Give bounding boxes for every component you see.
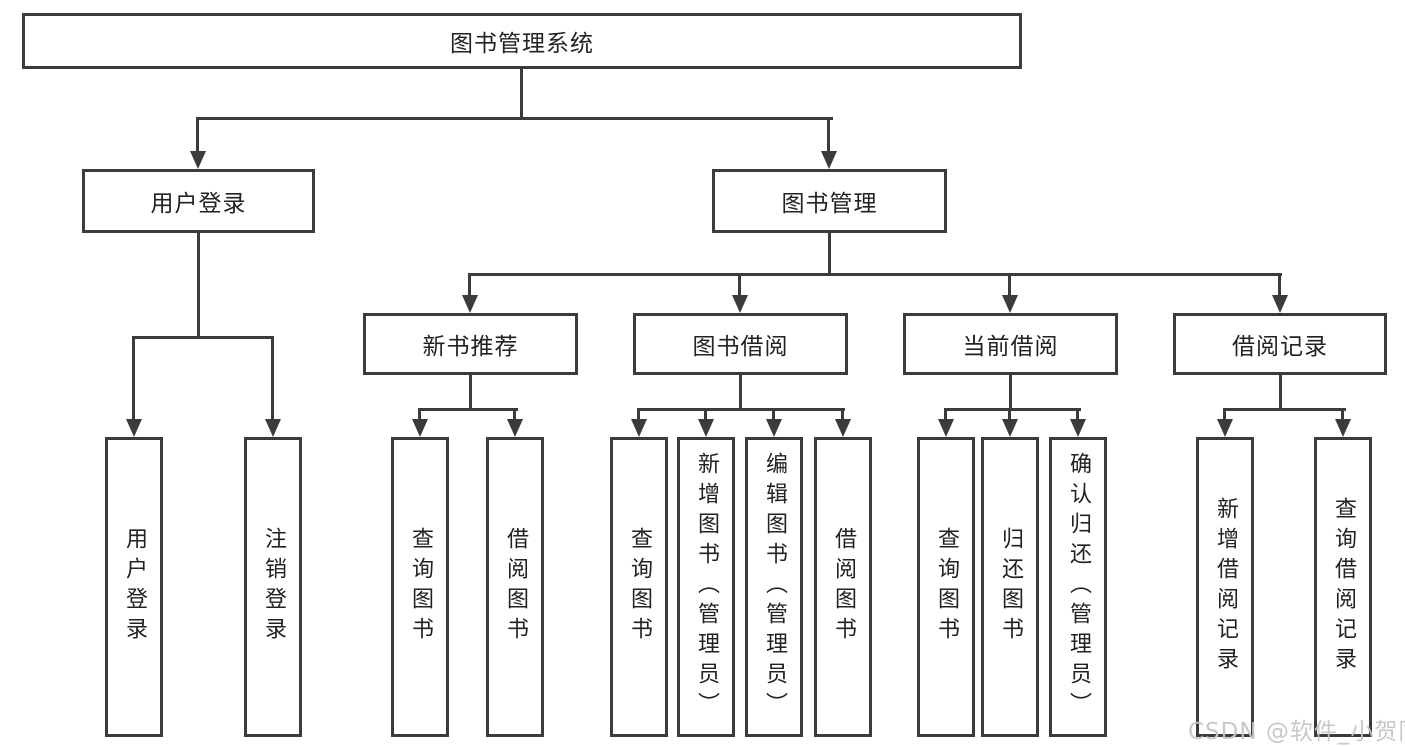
node-label: 图书管理 — [781, 191, 878, 217]
csdn-watermark: CSDN @软件_小贺同学 — [1188, 719, 1405, 745]
connector-line — [468, 273, 1282, 276]
node-label: 借阅记录 — [1232, 334, 1328, 360]
arrow-down-icon — [732, 273, 748, 313]
node-label: 注销登录 — [261, 527, 286, 647]
node-user-login: 用户登录 — [82, 169, 315, 233]
arrow-down-icon — [507, 408, 523, 437]
node-label: 借阅图书 — [831, 527, 856, 647]
arrow-down-icon — [821, 117, 837, 169]
connector-line — [828, 233, 831, 276]
connector-line — [197, 117, 833, 120]
node-label: 查询借阅记录 — [1331, 497, 1356, 677]
leaf-confirm-return-admin: 确认归还（管理员） — [1049, 437, 1107, 737]
connector-line — [197, 233, 200, 339]
arrow-down-icon — [190, 117, 206, 169]
node-label: 用户登录 — [122, 527, 147, 647]
connector-line — [1223, 408, 1346, 411]
node-library-system: 图书管理系统 — [22, 13, 1022, 69]
arrow-down-icon — [766, 408, 782, 437]
leaf-edit-book-admin: 编辑图书（管理员） — [745, 437, 803, 737]
arrow-down-icon — [1070, 408, 1086, 437]
node-label: 编辑图书（管理员） — [762, 452, 787, 722]
node-book-borrowing: 图书借阅 — [633, 313, 848, 375]
arrow-down-icon — [698, 408, 714, 437]
node-label: 借阅图书 — [503, 527, 528, 647]
node-label: 用户登录 — [150, 191, 247, 217]
connector-line — [944, 408, 1081, 411]
leaf-query-books-current: 查询图书 — [917, 437, 975, 737]
leaf-logout: 注销登录 — [244, 437, 302, 737]
arrow-down-icon — [1217, 408, 1233, 437]
node-label: 当前借阅 — [962, 334, 1059, 360]
arrow-down-icon — [631, 408, 647, 437]
leaf-add-borrow-record: 新增借阅记录 — [1196, 437, 1254, 737]
node-new-book-recommendation: 新书推荐 — [363, 313, 578, 375]
node-label: 查询图书 — [627, 527, 652, 647]
node-label: 新增借阅记录 — [1213, 497, 1238, 677]
connector-line — [520, 69, 523, 120]
connector-line — [1279, 375, 1282, 411]
leaf-user-login: 用户登录 — [105, 437, 163, 737]
leaf-return-books: 归还图书 — [981, 437, 1039, 737]
connector-line — [132, 336, 274, 339]
connector-line — [739, 375, 742, 411]
arrow-down-icon — [265, 336, 281, 437]
arrow-down-icon — [1272, 273, 1288, 313]
node-label: 归还图书 — [998, 527, 1023, 647]
leaf-query-books-borrowing: 查询图书 — [610, 437, 668, 737]
arrow-down-icon — [1002, 273, 1018, 313]
node-label: 查询图书 — [408, 527, 433, 647]
node-label: 图书借阅 — [692, 334, 789, 360]
node-label: 新增图书（管理员） — [694, 452, 719, 722]
leaf-borrow-books-recommend: 借阅图书 — [486, 437, 544, 737]
node-label: 图书管理系统 — [450, 31, 594, 57]
leaf-query-books-recommend: 查询图书 — [391, 437, 449, 737]
node-current-borrowing: 当前借阅 — [903, 313, 1118, 375]
node-book-management: 图书管理 — [712, 169, 947, 233]
connector-line — [469, 375, 472, 411]
connector-line — [1009, 375, 1012, 411]
leaf-borrow-books-borrowing: 借阅图书 — [814, 437, 872, 737]
arrow-down-icon — [1335, 408, 1351, 437]
node-borrowing-records: 借阅记录 — [1173, 313, 1387, 375]
leaf-query-borrow-record: 查询借阅记录 — [1314, 437, 1372, 737]
arrow-down-icon — [835, 408, 851, 437]
arrow-down-icon — [126, 336, 142, 437]
node-label: 新书推荐 — [422, 334, 519, 360]
node-label: 查询图书 — [934, 527, 959, 647]
arrow-down-icon — [1002, 408, 1018, 437]
connector-line — [418, 408, 518, 411]
arrow-down-icon — [462, 273, 478, 313]
arrow-down-icon — [412, 408, 428, 437]
leaf-add-book-admin: 新增图书（管理员） — [677, 437, 735, 737]
connector-line — [637, 408, 845, 411]
arrow-down-icon — [938, 408, 954, 437]
node-label: 确认归还（管理员） — [1066, 452, 1091, 722]
